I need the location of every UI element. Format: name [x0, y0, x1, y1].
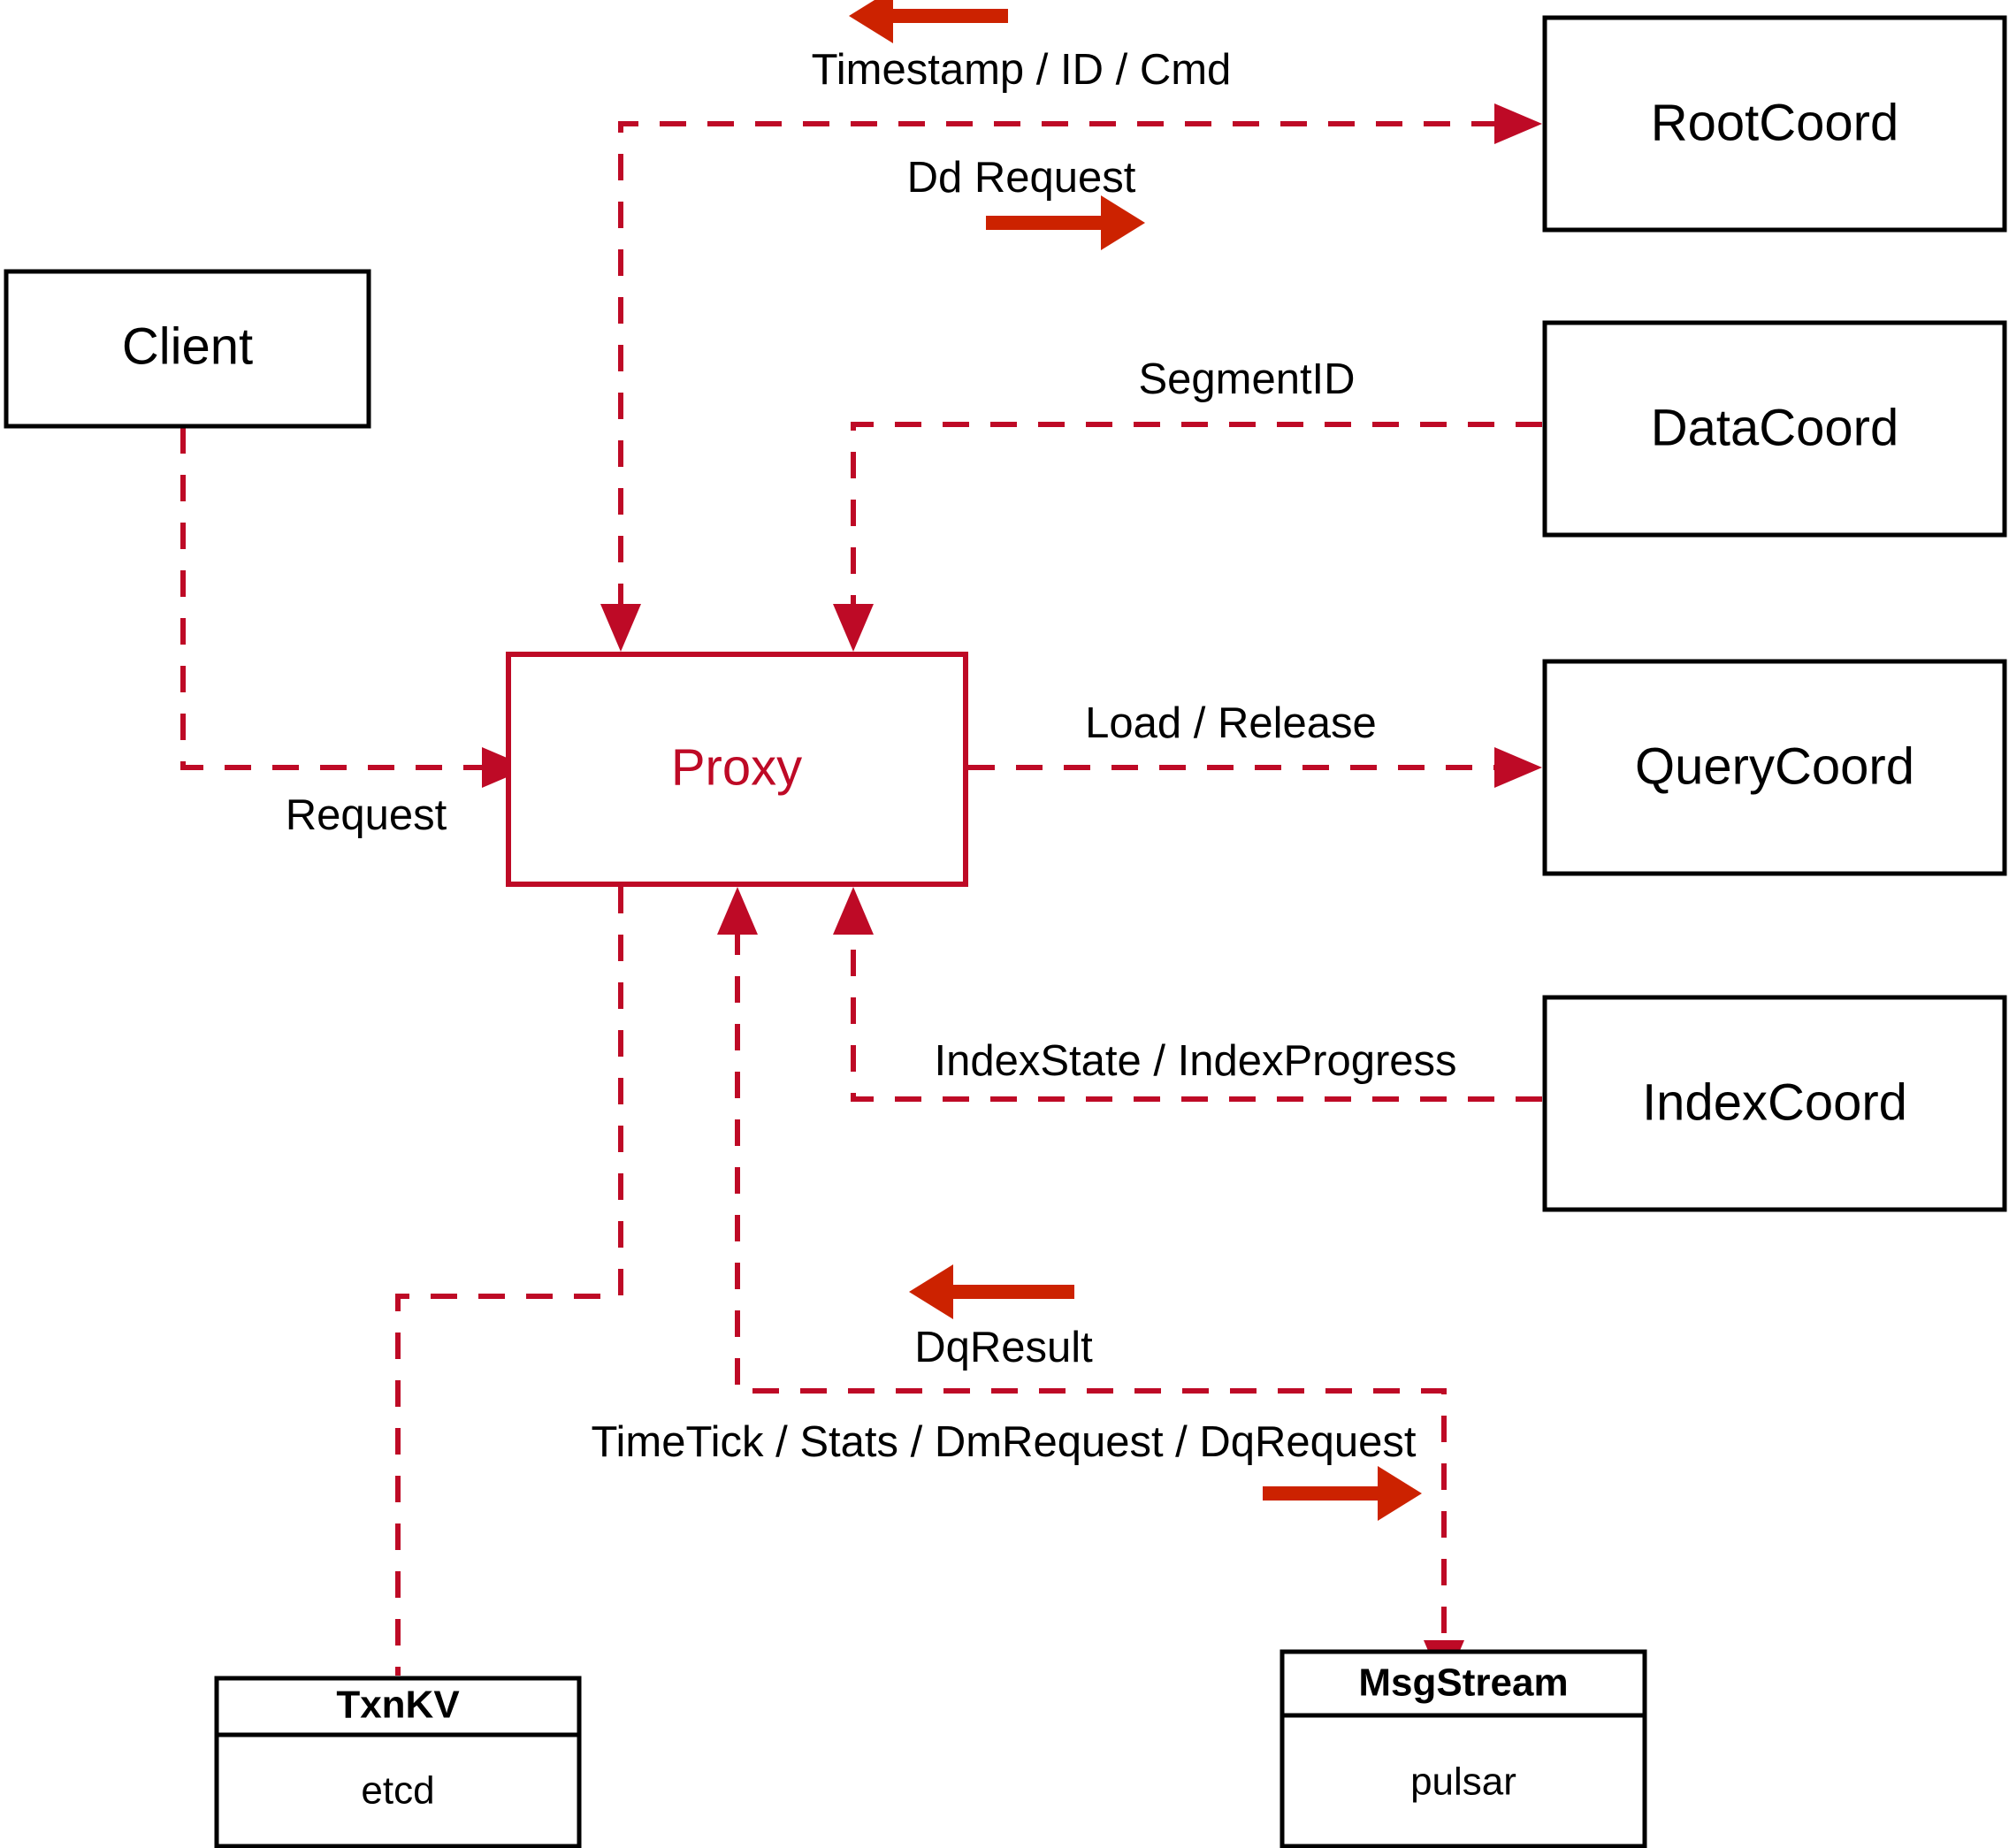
node-indexcoord-label: IndexCoord: [1642, 1073, 1907, 1131]
node-rootcoord-box[interactable]: [1542, 15, 2007, 233]
edge-label-dd-request: Dd Request: [907, 154, 1136, 202]
edge-txnkv: [395, 887, 623, 1676]
node-msgstream-impl: pulsar: [1410, 1760, 1516, 1804]
node-datacoord-box[interactable]: [1542, 320, 2007, 538]
direction-arrow-timetick: [1263, 1466, 1422, 1521]
edge-indexcoord: [833, 887, 1542, 1102]
edge-label-timetick-stats: TimeTick / Stats / DmRequest / DqRequest: [591, 1418, 1416, 1466]
edge-rootcoord: [600, 103, 1542, 652]
edge-label-index-state-progress: IndexState / IndexProgress: [934, 1037, 1456, 1085]
edge-label-load-release: Load / Release: [1085, 699, 1377, 747]
node-datacoord-label: DataCoord: [1651, 399, 1898, 456]
edge-msgstream: [717, 887, 1464, 1688]
node-querycoord-label: QueryCoord: [1635, 737, 1914, 795]
direction-arrow-timestamp: [849, 0, 1008, 43]
node-client-label: Client: [122, 317, 253, 375]
edge-label-timestamp-id-cmd: Timestamp / ID / Cmd: [812, 46, 1232, 94]
edge-label-dq-result: DqResult: [914, 1324, 1093, 1371]
node-indexcoord-box[interactable]: [1542, 995, 2007, 1212]
node-proxy-label: Proxy: [671, 738, 802, 796]
node-txnkv-title: TxnKV: [336, 1684, 460, 1727]
node-rootcoord-label: RootCoord: [1651, 94, 1898, 151]
edge-label-segment-id: SegmentID: [1138, 355, 1355, 403]
direction-arrow-dd-request: [986, 195, 1145, 250]
node-msgstream-box[interactable]: [1279, 1649, 1647, 1848]
edge-label-request: Request: [286, 791, 447, 839]
edge-request: [180, 427, 530, 788]
edge-querycoord: [968, 747, 1542, 788]
node-client-box[interactable]: [4, 269, 371, 429]
node-msgstream-title: MsgStream: [1358, 1661, 1568, 1705]
node-txnkv-box[interactable]: [214, 1676, 582, 1848]
node-querycoord-box[interactable]: [1542, 659, 2007, 876]
node-proxy-box[interactable]: [506, 652, 968, 887]
edge-datacoord: [833, 422, 1542, 652]
node-txnkv-impl: etcd: [361, 1769, 434, 1813]
direction-arrow-dqresult: [909, 1264, 1074, 1319]
